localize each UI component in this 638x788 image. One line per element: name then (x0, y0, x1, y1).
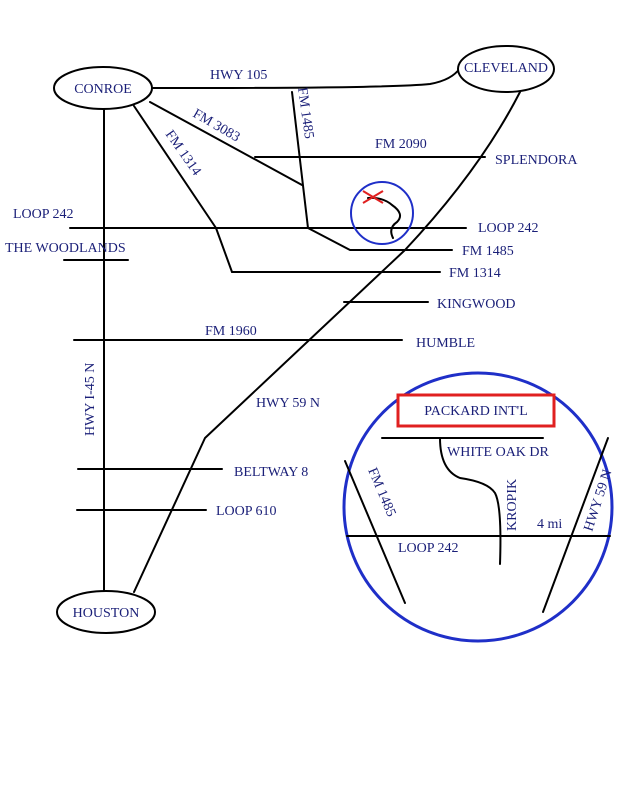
inset-label-distance: 4 mi (537, 517, 562, 532)
road-hwy59n (133, 91, 521, 593)
city-houston: HOUSTON (56, 590, 156, 634)
label-fm1485-vertical: FM 1485 (294, 86, 316, 139)
label-kingwood: KINGWOOD (437, 297, 516, 312)
city-cleveland: CLEVELAND (457, 45, 555, 93)
label-fm1960: FM 1960 (205, 324, 257, 339)
label-fm1314-diag: FM 1314 (162, 128, 204, 179)
road-fm3083 (149, 101, 303, 186)
label-splendora: SPLENDORA (495, 153, 578, 168)
label-the-woodlands: THE WOODLANDS (5, 241, 126, 256)
inset-road-kropik (439, 437, 502, 565)
inset-map: PACKARD INT'L WHITE OAK DR FM 1485 KROPI… (342, 371, 616, 643)
inset-circle (342, 371, 614, 643)
label-fm2090: FM 2090 (375, 137, 427, 152)
label-fm1314-right: FM 1314 (449, 266, 501, 281)
road-fm1485-vertical (291, 91, 309, 229)
label-humble: HUMBLE (416, 336, 475, 351)
city-conroe-oval (53, 66, 153, 110)
destination-label: PACKARD INT'L (424, 404, 528, 419)
label-loop242-left: LOOP 242 (13, 207, 74, 222)
city-conroe-label: CONROE (74, 82, 132, 97)
label-hwy-i45n: HWY I-45 N (83, 363, 98, 436)
label-fm3083: FM 3083 (190, 106, 242, 145)
inset-label-fm1485: FM 1485 (364, 466, 398, 519)
roads (63, 67, 521, 595)
inset-label-white-oak: WHITE OAK DR (447, 445, 550, 460)
destination-circle (350, 181, 414, 245)
destination-x-icon (362, 190, 384, 204)
inset-road-hwy59n (542, 437, 609, 613)
destination-access-road (367, 196, 402, 239)
road-hwy105 (151, 67, 461, 89)
city-cleveland-label: CLEVELAND (464, 61, 548, 76)
inset-label-kropik: KROPIK (505, 479, 520, 531)
label-hwy105: HWY 105 (210, 68, 267, 83)
label-hwy59n: HWY 59 N (256, 396, 320, 411)
city-cleveland-oval (457, 45, 555, 93)
destination-marker (350, 181, 414, 245)
city-houston-label: HOUSTON (73, 606, 140, 621)
label-beltway8: BELTWAY 8 (234, 465, 308, 480)
destination-box (396, 393, 556, 428)
label-loop242-right: LOOP 242 (478, 221, 539, 236)
inset-label-loop242: LOOP 242 (398, 541, 459, 556)
city-conroe: CONROE (53, 66, 153, 110)
road-fm1485-east (307, 227, 453, 251)
label-fm1485-right: FM 1485 (462, 244, 514, 259)
inset-road-fm1485 (344, 460, 406, 604)
city-houston-oval (56, 590, 156, 634)
label-loop610: LOOP 610 (216, 504, 277, 519)
